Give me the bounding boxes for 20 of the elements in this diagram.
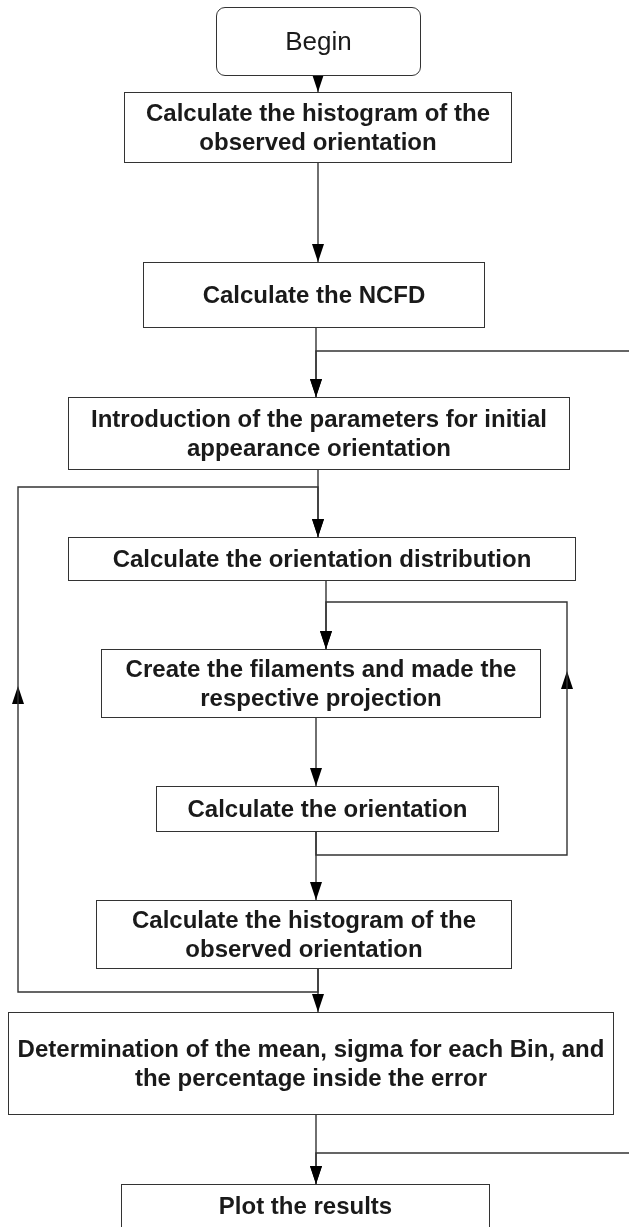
step-text: Calculate the histogram of the observed orientation bbox=[144, 98, 492, 157]
process-box bbox=[143, 262, 485, 328]
step-text: Determination of the mean, sigma for each Bin, and the percentage inside the error bbox=[16, 1034, 606, 1093]
step-text: Calculate the orientation distribution bbox=[112, 544, 532, 574]
process-box bbox=[156, 786, 499, 832]
step-text: Calculate the orientation bbox=[187, 794, 468, 824]
process-box bbox=[96, 900, 512, 969]
process-box bbox=[121, 1184, 490, 1227]
process-box bbox=[68, 537, 576, 581]
process-box bbox=[124, 92, 512, 163]
step-text: Introduction of the parameters for initial appearance orientation bbox=[89, 404, 548, 463]
process-box bbox=[68, 397, 570, 470]
step-text: Calculate the NCFD bbox=[202, 280, 426, 310]
start-terminal bbox=[216, 7, 421, 76]
step-text: Begin bbox=[285, 25, 352, 58]
step-text: Calculate the histogram of the observed orientation bbox=[130, 905, 478, 964]
process-box bbox=[101, 649, 541, 718]
process-box bbox=[8, 1012, 614, 1115]
step-text: Plot the results bbox=[218, 1191, 393, 1221]
step-text: Create the filaments and made the respective projection bbox=[124, 654, 518, 713]
